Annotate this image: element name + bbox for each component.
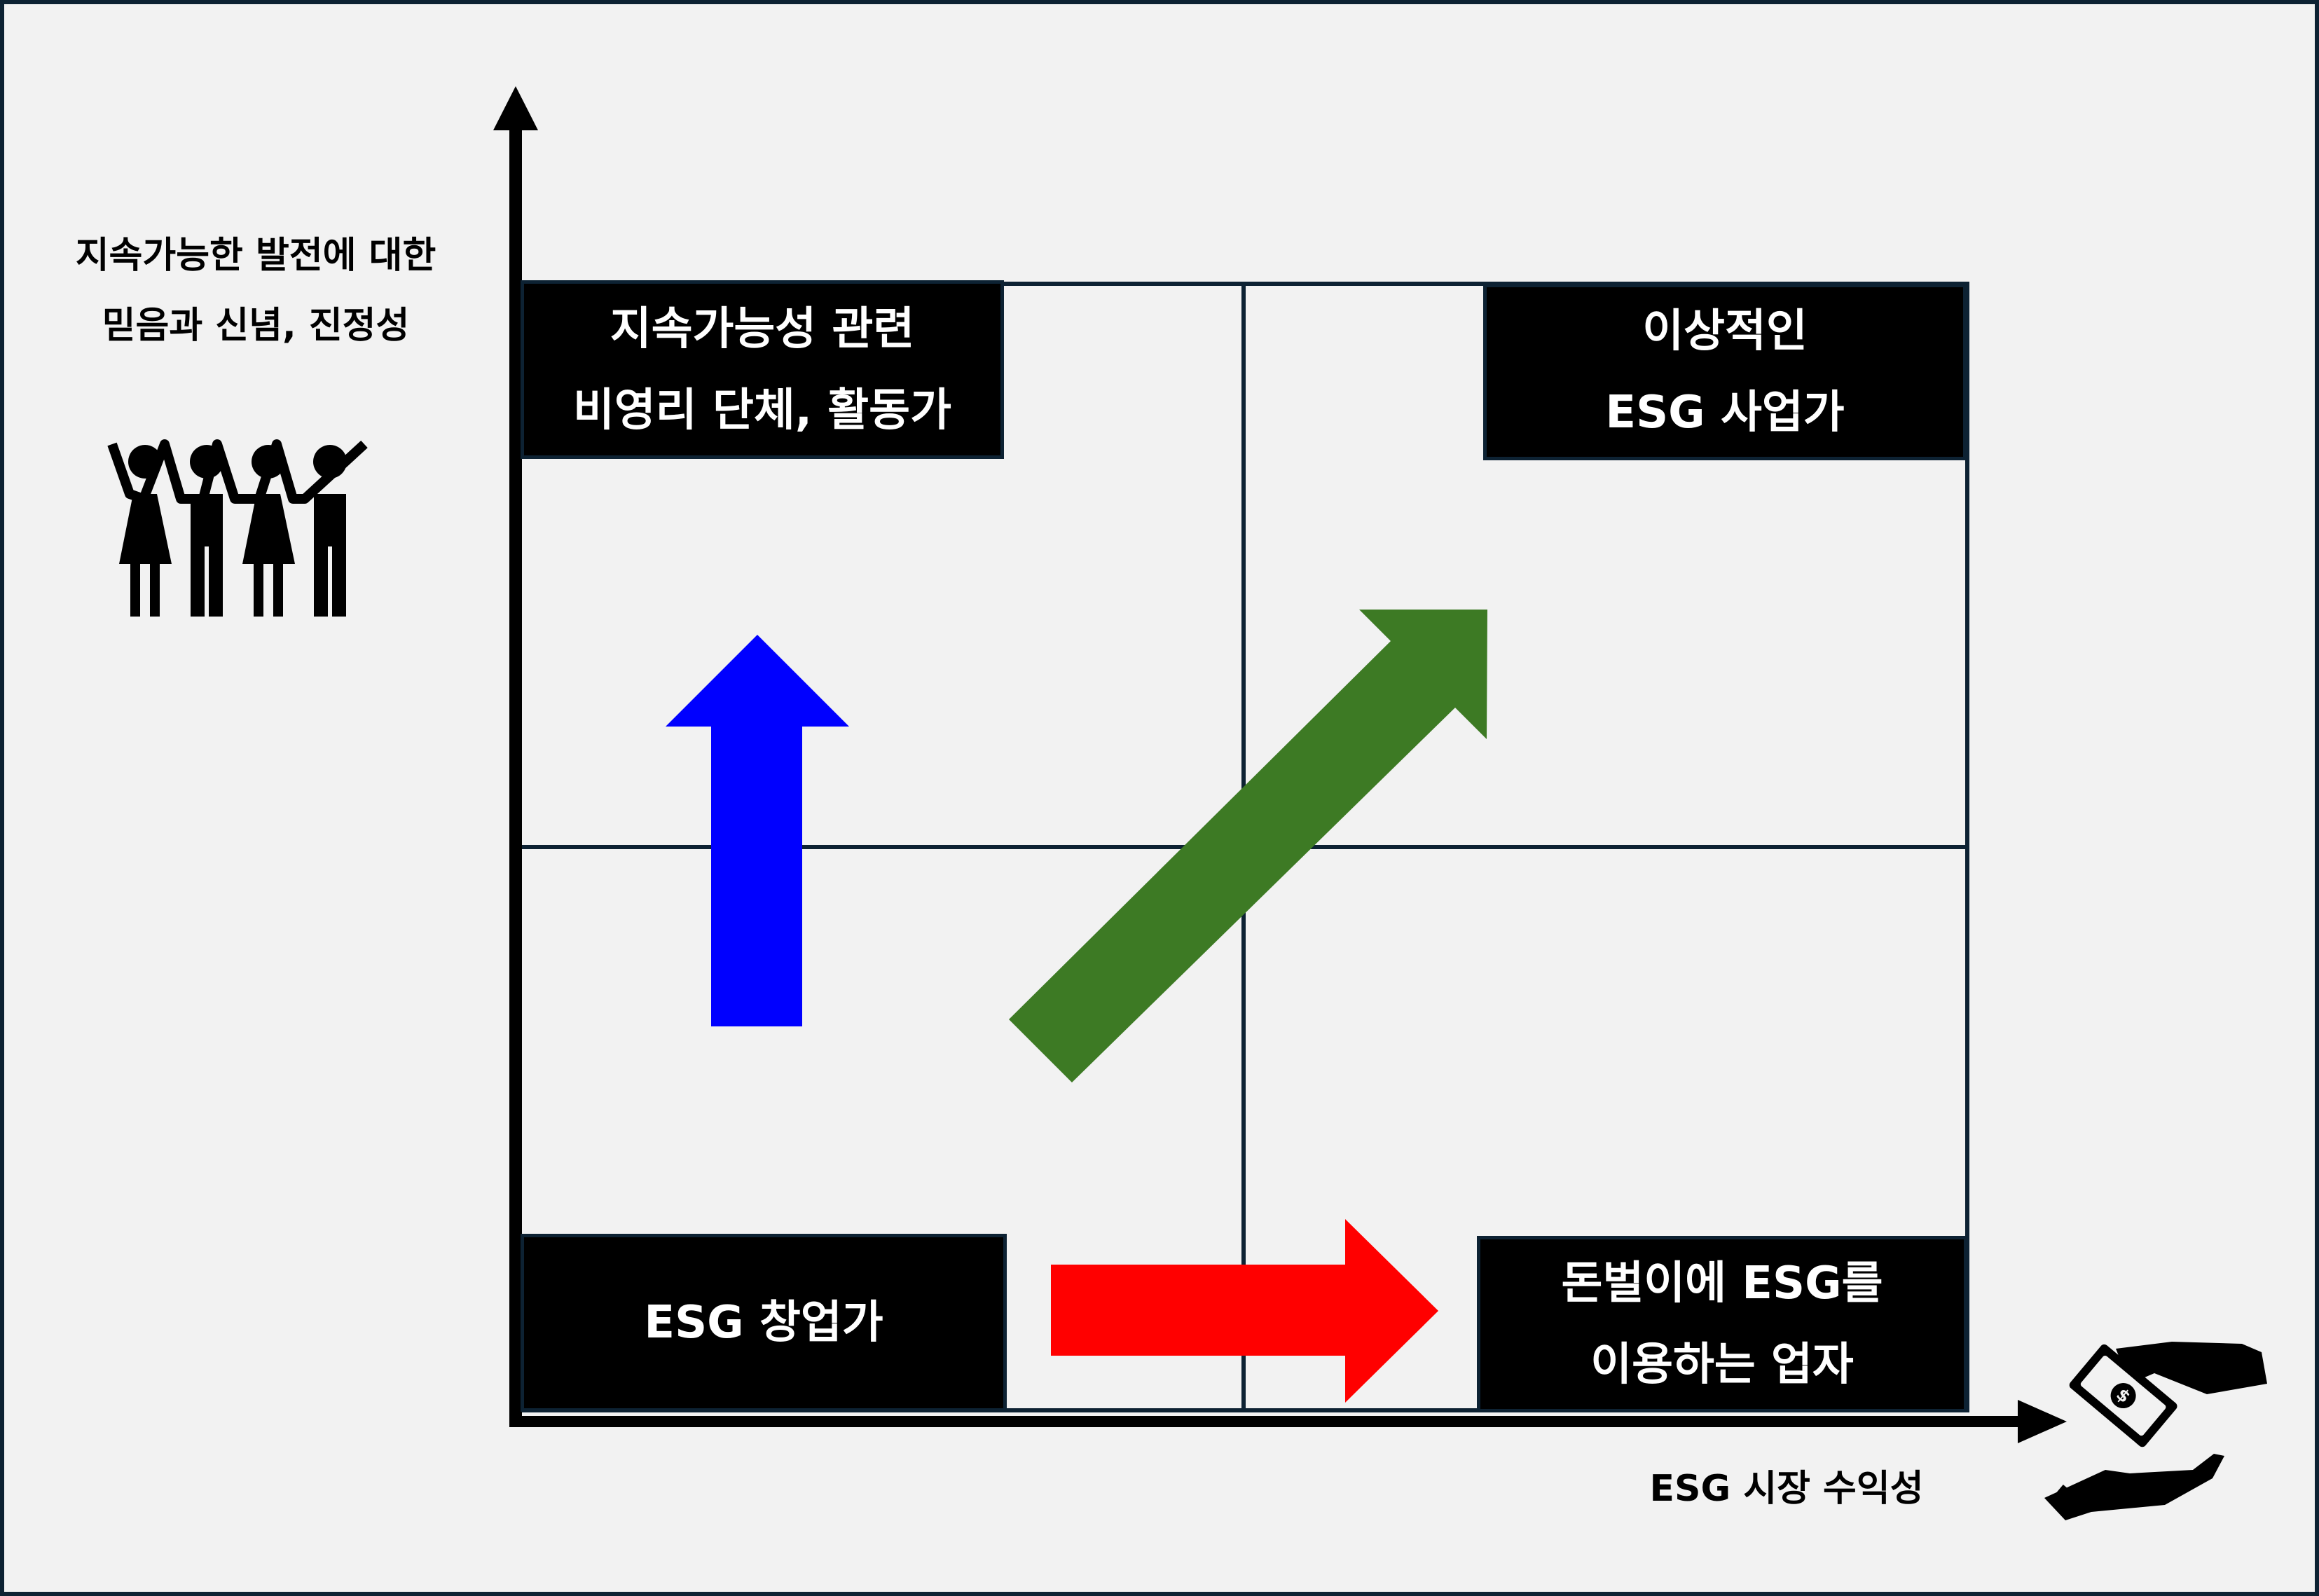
- quadrant-box-bottom-right: 돈벌이에 ESG를 이용하는 업자: [1477, 1236, 1967, 1412]
- quadrant-top-right-line2: ESG 사업가: [1605, 387, 1845, 439]
- quadrant-top-left-line2: 비영리 단체, 활동가: [573, 384, 951, 436]
- diagonal-arrow: [1009, 610, 1487, 1082]
- y-axis-line: [509, 126, 522, 1422]
- y-axis-label-line1: 지속가능한 발전에 대한: [75, 235, 436, 277]
- x-axis-arrowhead: [2018, 1400, 2067, 1443]
- right-arrow: [1051, 1219, 1438, 1403]
- money-exchange-hands-icon: $: [2044, 1342, 2267, 1520]
- quadrant-top-left-line1: 지속가능성 관련: [610, 303, 915, 355]
- people-group-icon: [107, 439, 368, 617]
- x-axis-label: ESG 시장 수익성: [1649, 1468, 1924, 1510]
- quadrant-bottom-right-line2: 이용하는 업자: [1590, 1339, 1854, 1391]
- y-axis-label-line2: 믿음과 신념, 진정성: [102, 305, 410, 347]
- quadrant-top-right-line1: 이상적인: [1642, 305, 1808, 357]
- up-arrow: [666, 635, 849, 1026]
- axes: [493, 86, 2067, 1443]
- quadrant-bottom-left-line1: ESG 창업가: [644, 1297, 883, 1349]
- quadrant-bottom-right-line1: 돈벌이에 ESG를: [1561, 1258, 1883, 1309]
- quadrant-box-bottom-left: ESG 창업가: [521, 1234, 1007, 1412]
- quadrant-box-top-right: 이상적인 ESG 사업가: [1483, 284, 1967, 460]
- quadrant-box-top-left: 지속가능성 관련 비영리 단체, 활동가: [521, 280, 1004, 459]
- x-axis-line: [509, 1416, 2035, 1427]
- y-axis-arrowhead: [493, 86, 538, 130]
